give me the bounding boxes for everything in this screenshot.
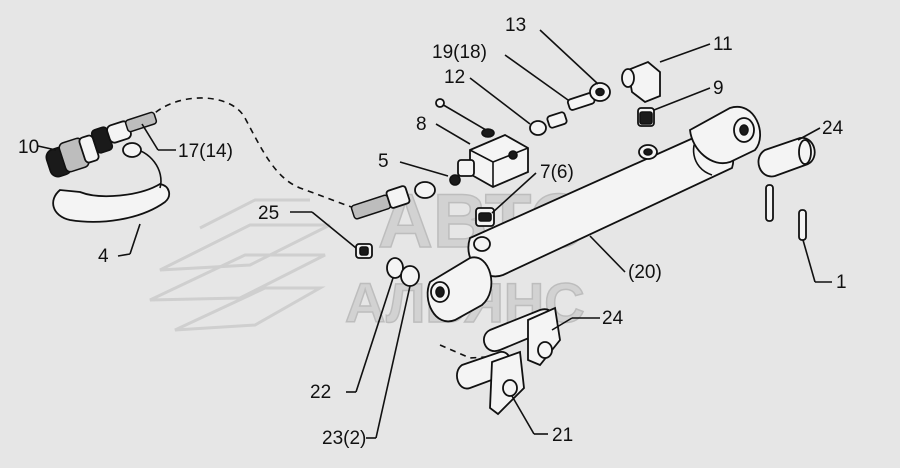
callout-4: 4 [98,246,109,267]
ring-part-21 [386,257,404,279]
callout-17-14: 19(18) [432,42,487,63]
callout-25: 25 [258,203,279,224]
adapter-part-10 [637,107,655,127]
callout-24: 24 [602,308,624,329]
hose-fitting-part-15 [350,174,461,220]
fitting-part-7 [475,207,495,227]
callout-21: 22 [310,382,331,403]
callout-8: 8 [416,114,427,135]
pin-part-23 [757,137,816,178]
pin-part-20 [456,350,525,416]
callout-23-2: 24 [822,118,844,139]
clip-part-1 [765,184,807,241]
quick-coupler-part-9 [45,111,158,178]
pin-part-24 [483,306,561,367]
ball-valve-part-8 [435,98,529,189]
ring-part-22 [400,265,420,287]
callout-5: 5 [378,151,389,172]
callout-12: 12 [444,67,465,88]
callout-1: 1 [836,272,847,293]
nut-part-13 [589,82,611,102]
dust-cap-strap-part-4 [52,142,171,223]
fitting-part-12 [529,120,547,136]
callout-10: 9 [713,78,724,99]
callout-9: 10 [18,137,39,158]
callout-13: 13 [505,15,526,36]
nipple-part-17 [546,92,596,129]
callout-7-6: 7(6) [540,162,574,183]
callout-15-16: 17(14) [178,141,233,162]
hose-dashed-line [147,97,361,211]
elbow-fitting-part-11 [621,60,661,104]
callout-22: 23(2) [322,428,366,449]
hydraulic-cylinder-part-19 [426,105,761,323]
callout-20: 21 [552,425,573,446]
callout-19-18: (20) [628,262,662,283]
fitting-part-25 [355,243,373,259]
leader-lines [37,29,832,439]
callout-labels: 10 4 17(14) 5 8 7(6) 12 19(18) 13 11 9 2… [18,15,847,449]
callout-11: 11 [713,34,733,55]
watermark-emblem [149,198,331,332]
